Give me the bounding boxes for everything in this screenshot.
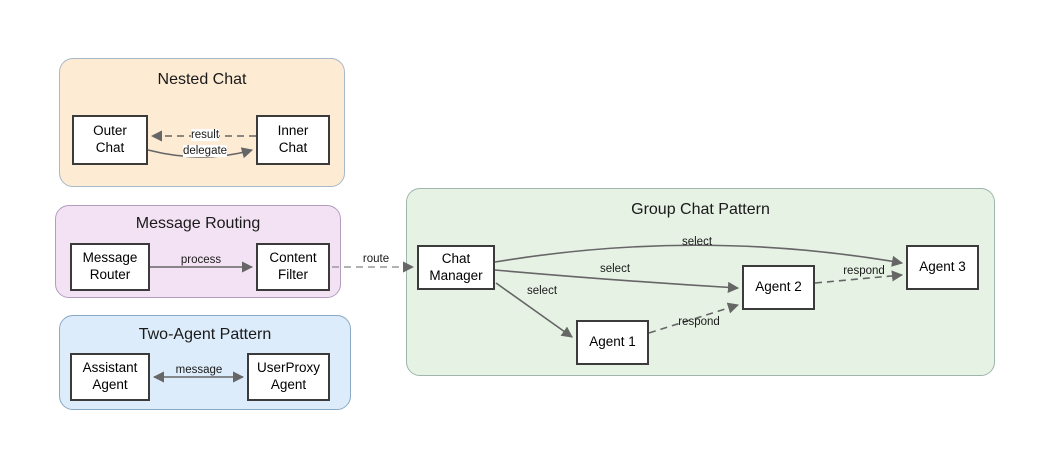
edge-label-delegate: delegate [182, 145, 228, 157]
panel-title-group-chat-pattern: Group Chat Pattern [631, 201, 770, 218]
edge-label-select-agent-3: select [681, 236, 713, 248]
edge-label-result: result [190, 129, 220, 141]
panel-group-chat-pattern: Group Chat Pattern [406, 188, 995, 376]
edge-label-process: process [180, 254, 222, 266]
node-agent-1[interactable]: Agent 1 [576, 320, 649, 365]
edge-label-select-agent-2: select [599, 263, 631, 275]
edge-label-route: route [362, 253, 390, 265]
edge-select-agent-1 [495, 282, 573, 338]
node-agent-2[interactable]: Agent 2 [742, 265, 815, 310]
panel-title-nested-chat: Nested Chat [157, 71, 247, 88]
edge-select-agent-3 [494, 244, 904, 267]
edge-label-respond-agent-2: respond [843, 265, 885, 277]
edge-label-respond-agent-1: respond [678, 316, 720, 328]
edge-select-agent-2 [494, 269, 740, 293]
edge-respond-agent-1 [648, 302, 740, 334]
edge-respond-agent-2 [814, 270, 904, 284]
edge-label-message: message [175, 364, 223, 376]
node-agent-3[interactable]: Agent 3 [906, 245, 979, 290]
panel-title-two-agent-pattern: Two-Agent Pattern [138, 326, 272, 343]
edge-label-select-agent-1: select [526, 285, 558, 297]
panel-title-message-routing: Message Routing [135, 215, 261, 232]
